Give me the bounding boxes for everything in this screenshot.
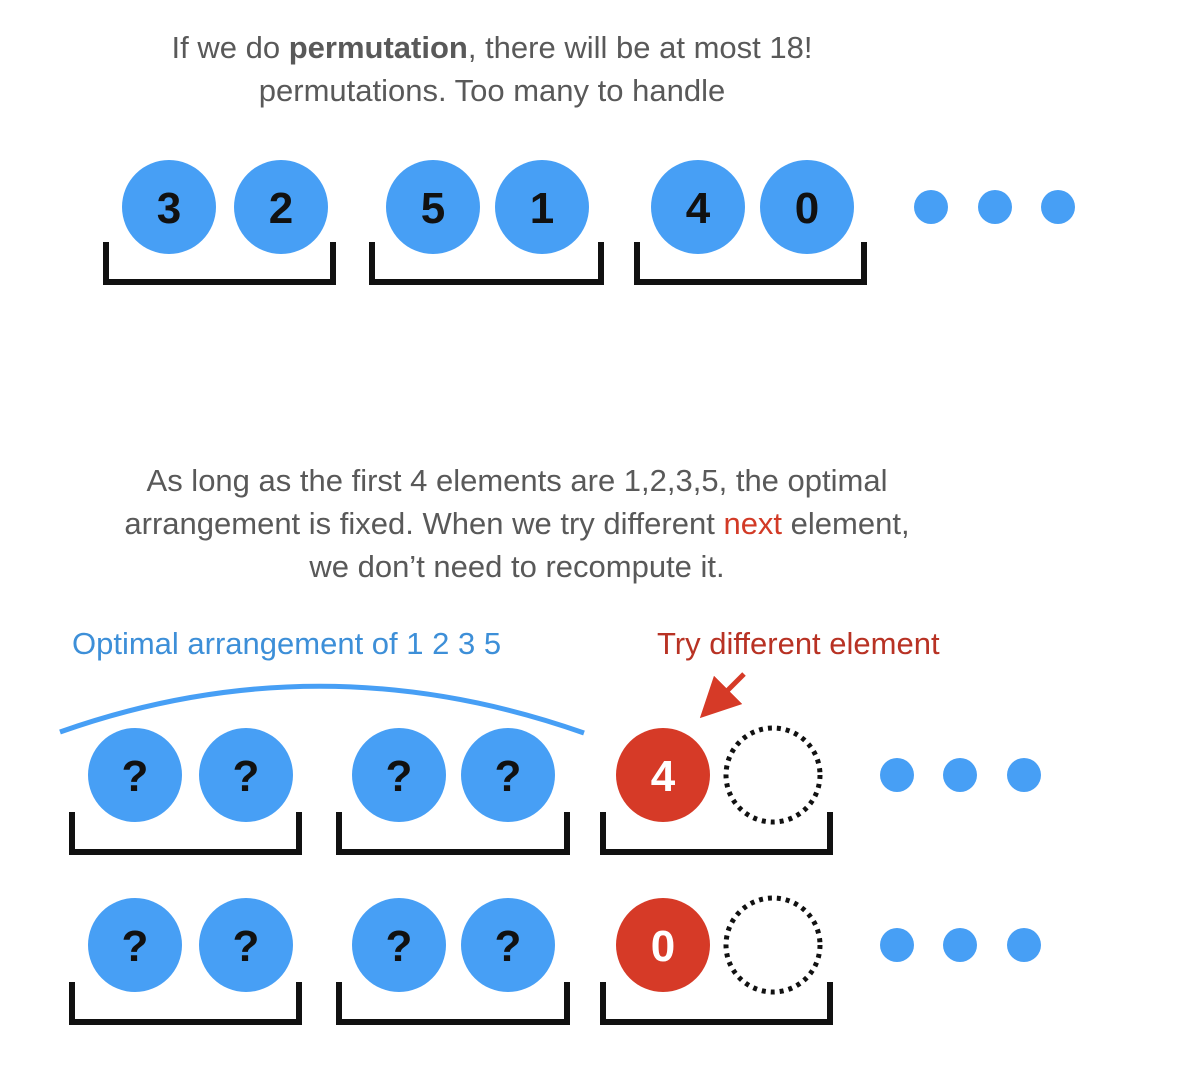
top-ellipsis-dot-3	[1041, 190, 1075, 224]
row-2: ? ? ? ? 0	[69, 895, 1041, 1025]
row1-bracket-2	[336, 812, 570, 855]
middle-caption-line3: we don’t need to recompute it.	[309, 549, 725, 584]
row2-tried-ball-label: 0	[651, 922, 675, 971]
top-ball-2	[234, 160, 328, 254]
row2-ellipsis-dot-2	[943, 928, 977, 962]
top-caption: If we do permutation, there will be at m…	[40, 26, 944, 112]
row1-ellipsis-dot-1	[880, 758, 914, 792]
row1-unknown-ball-1-label: ?	[122, 752, 149, 801]
row1-ellipsis-dot-3	[1007, 758, 1041, 792]
try-different-label: Try different element	[657, 626, 940, 661]
optimal-arrangement-label: Optimal arrangement of 1 2 3 5	[72, 626, 502, 661]
row2-ellipsis-dot-3	[1007, 928, 1041, 962]
row1-bracket-3	[600, 812, 833, 855]
row1-unknown-ball-4-label: ?	[495, 752, 522, 801]
row1-unknown-ball-2	[199, 728, 293, 822]
top-caption-line2: permutations. Too many to handle	[258, 73, 726, 108]
row2-unknown-ball-4-label: ?	[495, 922, 522, 971]
row1-unknown-ball-3-label: ?	[386, 752, 413, 801]
row1-unknown-ball-4	[461, 728, 555, 822]
row2-unknown-ball-3	[352, 898, 446, 992]
middle-caption: As long as the first 4 elements are 1,2,…	[20, 459, 1014, 588]
row1-ellipsis-dot-2	[943, 758, 977, 792]
top-ellipsis-dot-1	[914, 190, 948, 224]
optimal-arc	[59, 683, 585, 736]
top-ellipsis-dot-2	[978, 190, 1012, 224]
top-ball-4	[495, 160, 589, 254]
row2-unknown-ball-3-label: ?	[386, 922, 413, 971]
row2-unknown-ball-2-label: ?	[233, 922, 260, 971]
top-caption-bold: permutation	[288, 30, 468, 65]
row2-unknown-ball-1	[88, 898, 182, 992]
row1-tried-ball-label: 4	[651, 752, 676, 801]
row1-unknown-ball-3	[352, 728, 446, 822]
row1-unknown-ball-1	[88, 728, 182, 822]
top-bracket-2	[369, 242, 604, 285]
row2-bracket-3	[600, 982, 833, 1025]
top-ball-5	[651, 160, 745, 254]
row1-bracket-1	[69, 812, 302, 855]
row1-empty-slot	[723, 725, 823, 825]
row-1: ? ? ? ? 4	[69, 725, 1041, 855]
middle-caption-line2-pre: arrangement is fixed. When we try differ…	[124, 506, 724, 541]
row2-bracket-2	[336, 982, 570, 1025]
top-row: 3 2 5 1 4 0	[103, 160, 1075, 285]
top-ball-1-label: 3	[157, 184, 181, 233]
top-ball-3-label: 5	[421, 184, 445, 233]
middle-caption-next-word: next	[723, 506, 783, 541]
top-bracket-3	[634, 242, 867, 285]
top-caption-post: , there will be at most 18!	[467, 30, 813, 65]
top-ball-3	[386, 160, 480, 254]
row2-unknown-ball-1-label: ?	[122, 922, 149, 971]
row2-tried-ball	[616, 898, 710, 992]
row2-empty-slot	[723, 895, 823, 995]
row2-ellipsis-dot-1	[880, 928, 914, 962]
row2-unknown-ball-2	[199, 898, 293, 992]
middle-caption-line1: As long as the first 4 elements are 1,2,…	[146, 463, 888, 498]
row1-tried-ball	[616, 728, 710, 822]
middle-caption-line2-post: element,	[782, 506, 910, 541]
row1-unknown-ball-2-label: ?	[233, 752, 260, 801]
top-bracket-1	[103, 242, 336, 285]
top-ball-5-label: 4	[686, 184, 711, 233]
top-caption-pre: If we do	[171, 30, 289, 65]
top-ball-6-label: 0	[795, 184, 819, 233]
try-arrow	[699, 672, 746, 719]
row2-unknown-ball-4	[461, 898, 555, 992]
row2-bracket-1	[69, 982, 302, 1025]
top-ball-1	[122, 160, 216, 254]
top-ball-2-label: 2	[269, 184, 293, 233]
top-ball-4-label: 1	[530, 184, 554, 233]
top-ball-6	[760, 160, 854, 254]
